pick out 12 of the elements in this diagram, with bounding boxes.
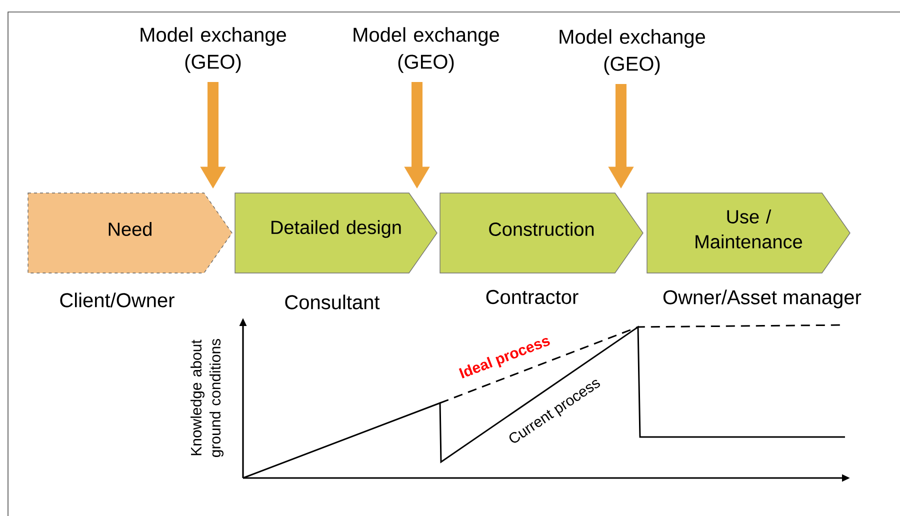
exchange-label: Model exchange (GEO) [354, 27, 499, 73]
phase-block: Construction [440, 192, 644, 274]
role-label: Consultant [285, 294, 380, 310]
role-label: Client/Owner [60, 292, 174, 308]
role-label: Owner/Asset manager [663, 290, 862, 308]
phase-block: Need [28, 192, 232, 274]
exchange-label: Model exchange (GEO) [560, 29, 705, 75]
phase-block: Use / Maintenance [646, 192, 850, 274]
axis-label: Knowledge about ground conditions [190, 338, 224, 457]
phase-block: Detailed design [234, 192, 438, 274]
exchange-label: Model exchange (GEO) [140, 27, 286, 73]
role-label: Contractor [486, 290, 578, 304]
